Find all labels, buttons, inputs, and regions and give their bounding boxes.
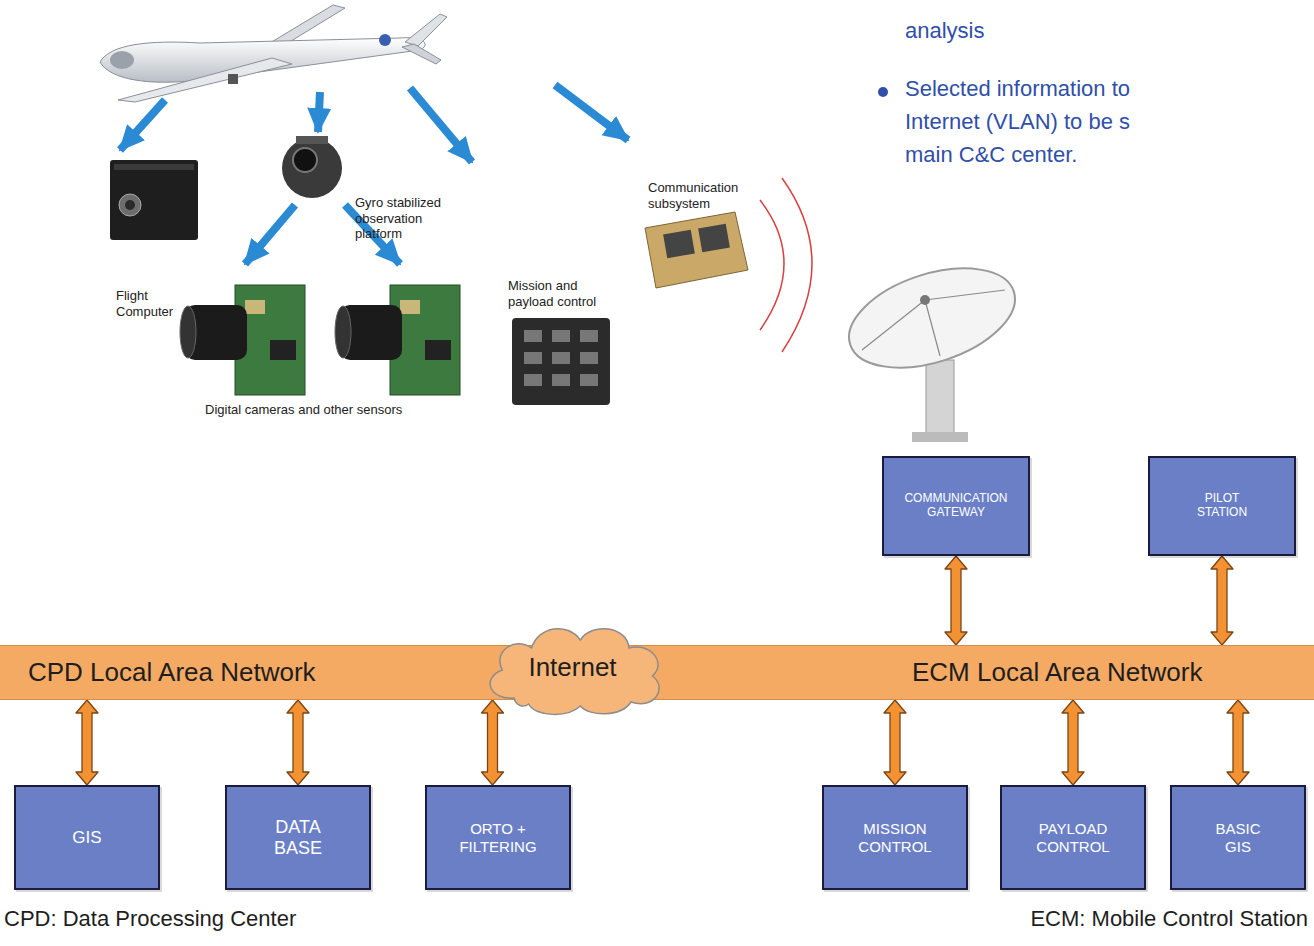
double-arrow-connector bbox=[945, 556, 967, 645]
bullet-text: analysis bbox=[905, 18, 1165, 44]
node-text: GIS bbox=[72, 828, 101, 848]
uav-aircraft bbox=[100, 5, 447, 102]
double-arrow-connector bbox=[884, 700, 906, 785]
node-text: DATA BASE bbox=[263, 817, 333, 858]
node-text: COMMUNICATION GATEWAY bbox=[899, 492, 1014, 520]
double-arrow-connector bbox=[482, 700, 504, 785]
part-label: Flight Computer bbox=[116, 288, 188, 319]
comm-board-picture bbox=[645, 178, 812, 352]
double-arrow-connector bbox=[1062, 700, 1084, 785]
part-label: Digital cameras and other sensors bbox=[205, 402, 465, 418]
satellite-dish-picture bbox=[837, 250, 1028, 442]
station-caption: ECM: Mobile Control Station bbox=[968, 906, 1308, 932]
station-caption: CPD: Data Processing Center bbox=[4, 906, 364, 932]
lan-band: CPD Local Area Network bbox=[0, 645, 560, 700]
double-arrow-connector bbox=[76, 700, 98, 785]
process-box: GIS bbox=[14, 785, 160, 890]
bullet-dot bbox=[878, 87, 888, 97]
internet-cloud: Internet bbox=[475, 618, 670, 718]
process-box: MISSION CONTROL bbox=[822, 785, 968, 890]
part-label: Mission and payload control bbox=[508, 278, 616, 309]
double-arrow-connector bbox=[287, 700, 309, 785]
process-box: BASIC GIS bbox=[1170, 785, 1306, 890]
part-label: Communication subsystem bbox=[648, 180, 748, 211]
double-arrow-connector bbox=[1227, 700, 1249, 785]
gateway-box: COMMUNICATION GATEWAY bbox=[882, 456, 1030, 556]
process-box: ORTO + FILTERING bbox=[425, 785, 571, 890]
node-text: Internet bbox=[528, 653, 616, 683]
node-text: ORTO + FILTERING bbox=[453, 820, 543, 855]
part-label: Gyro stabilized observation platform bbox=[355, 195, 455, 242]
node-text: PILOT STATION bbox=[1182, 492, 1262, 520]
bullet-text: Selected information to Internet (VLAN) … bbox=[905, 72, 1180, 171]
node-text: ECM Local Area Network bbox=[912, 658, 1202, 688]
node-text: CPD Local Area Network bbox=[28, 658, 316, 688]
process-box: DATA BASE bbox=[225, 785, 371, 890]
gyro-platform-picture bbox=[282, 136, 342, 198]
flight-computer-picture bbox=[110, 160, 198, 240]
process-box: PAYLOAD CONTROL bbox=[1000, 785, 1146, 890]
node-text: BASIC GIS bbox=[1203, 820, 1273, 855]
camera-picture bbox=[180, 285, 460, 395]
double-arrow-connector bbox=[1211, 556, 1233, 645]
control-unit-picture bbox=[512, 318, 610, 405]
node-text: MISSION CONTROL bbox=[845, 820, 945, 855]
lan-band: ECM Local Area Network bbox=[600, 645, 1314, 700]
station-box: PILOT STATION bbox=[1148, 456, 1296, 556]
node-text: PAYLOAD CONTROL bbox=[1023, 820, 1123, 855]
